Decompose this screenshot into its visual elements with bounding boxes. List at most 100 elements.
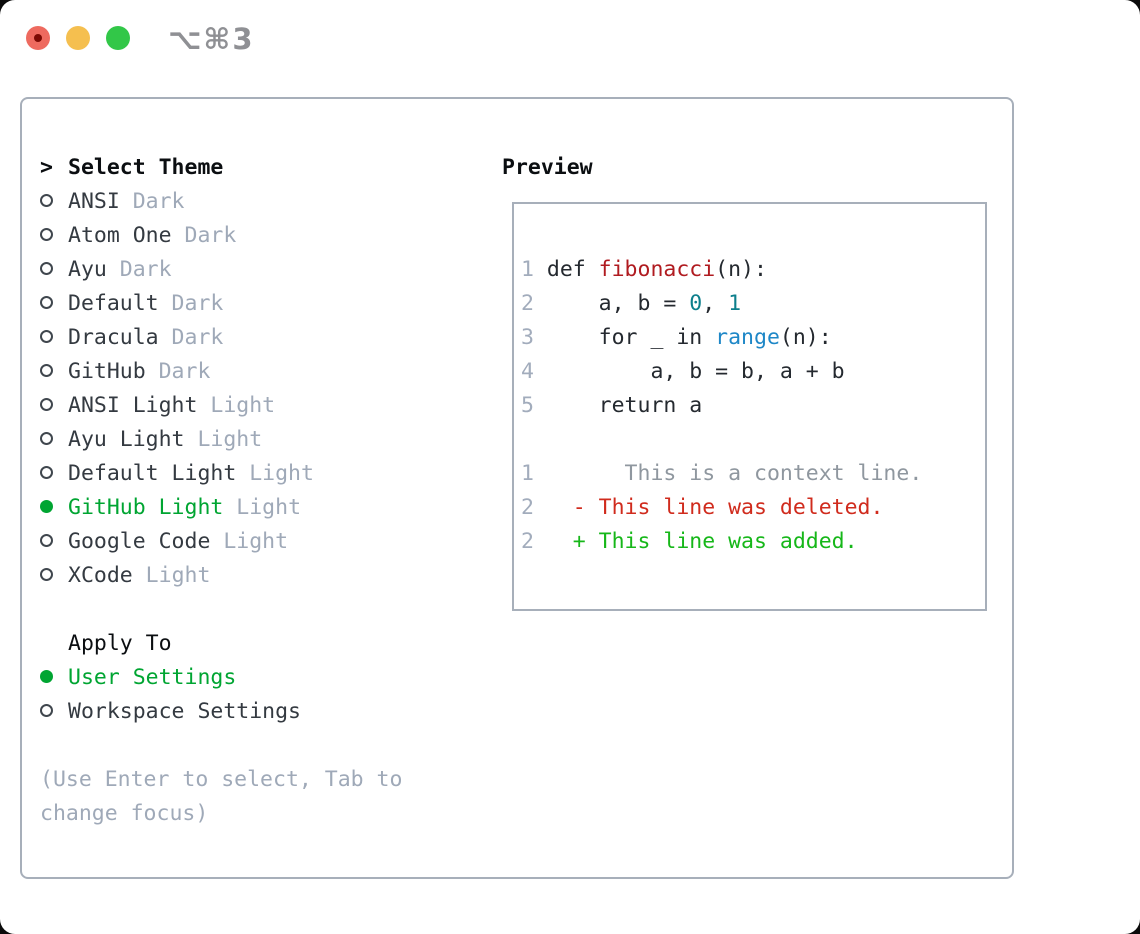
code-line: 3 for _ in range(n): xyxy=(521,321,922,355)
line-number xyxy=(521,427,534,452)
radio-bullet xyxy=(40,253,68,287)
theme-option[interactable]: ANSI Dark xyxy=(40,185,402,219)
theme-option[interactable]: GitHub Dark xyxy=(40,355,402,389)
line-number: 4 xyxy=(521,359,547,384)
option-variant-label: Light xyxy=(223,495,302,520)
radio-bullet xyxy=(40,695,68,729)
theme-option[interactable]: Default Dark xyxy=(40,287,402,321)
help-text: (Use Enter to select, Tab to change focu… xyxy=(40,767,403,826)
theme-option[interactable]: Default Light Light xyxy=(40,457,402,491)
code-line xyxy=(521,423,922,457)
option-variant-label: Dark xyxy=(145,359,211,384)
minimize-button[interactable] xyxy=(66,26,90,50)
option-label: GitHub xyxy=(68,359,146,384)
radio-bullet xyxy=(40,321,68,355)
code-segment: range xyxy=(715,325,780,350)
titlebar: ⌥⌘3 xyxy=(0,0,1140,76)
option-variant-label: Light xyxy=(210,529,289,554)
option-label: User Settings xyxy=(68,665,237,690)
radio-bullet xyxy=(40,423,68,457)
radio-bullet xyxy=(40,355,68,389)
theme-option[interactable]: Google Code Light xyxy=(40,525,402,559)
code-segment: def xyxy=(546,257,599,282)
radio-bullet xyxy=(40,185,68,219)
code-segment: + This line was added. xyxy=(546,529,858,554)
apply-to-heading-label: Apply To xyxy=(68,631,172,656)
radio-icon xyxy=(40,397,53,411)
close-icon xyxy=(34,34,42,42)
line-number: 1 xyxy=(521,461,547,486)
radio-bullet xyxy=(40,219,68,253)
code-segment: for _ in xyxy=(546,325,716,350)
radio-bullet xyxy=(40,525,68,559)
code-segment: (n): xyxy=(715,257,767,282)
code-segment: 1 xyxy=(728,291,742,316)
code-line: 5 return a xyxy=(521,389,922,423)
radio-icon xyxy=(40,703,53,717)
theme-option[interactable]: XCode Light xyxy=(40,559,402,593)
theme-option[interactable]: Dracula Dark xyxy=(40,321,402,355)
option-variant-label: Dark xyxy=(158,325,224,350)
radio-bullet xyxy=(40,491,68,525)
radio-icon xyxy=(40,363,53,377)
option-label: Default xyxy=(68,291,159,316)
select-theme-heading: > Select Theme xyxy=(40,151,402,185)
code-segment: a, b = b, a + b xyxy=(546,359,845,384)
option-variant-label: Light xyxy=(236,461,314,486)
theme-option[interactable]: Ayu Dark xyxy=(40,253,402,287)
code-segment: (n): xyxy=(779,325,832,350)
radio-selected-icon xyxy=(40,499,53,513)
option-label: Atom One xyxy=(68,223,172,248)
option-variant-label: Light xyxy=(184,427,263,452)
option-variant-label: Light xyxy=(132,563,211,588)
radio-icon xyxy=(40,295,53,309)
theme-option[interactable]: ANSI Light Light xyxy=(40,389,402,423)
radio-icon xyxy=(40,193,53,207)
option-label: GitHub Light xyxy=(68,495,224,520)
cursor-prefix: > xyxy=(40,155,53,180)
option-variant-label: Dark xyxy=(158,291,224,316)
preview-heading: Preview xyxy=(502,155,593,180)
theme-option[interactable]: Atom One Dark xyxy=(40,219,402,253)
option-label: ANSI Light xyxy=(68,393,198,418)
code-line: 1 This is a context line. xyxy=(521,457,922,491)
radio-icon xyxy=(40,329,53,343)
apply-to-option[interactable]: Workspace Settings xyxy=(40,695,402,729)
option-label: Ayu xyxy=(68,257,107,282)
option-variant-label: Dark xyxy=(171,223,237,248)
option-variant-label: Light xyxy=(197,393,276,418)
radio-bullet xyxy=(40,559,68,593)
theme-option[interactable]: Ayu Light Light xyxy=(40,423,402,457)
line-number: 1 xyxy=(521,257,547,282)
line-number: 3 xyxy=(521,325,547,350)
radio-selected-icon xyxy=(40,669,53,683)
theme-option[interactable]: GitHub Light Light xyxy=(40,491,402,525)
code-segment: , xyxy=(702,291,729,316)
code-line: 2 + This line was added. xyxy=(521,525,922,559)
radio-icon xyxy=(40,431,53,445)
code-segment: 0 xyxy=(689,291,703,316)
apply-to-heading: Apply To xyxy=(40,627,402,661)
zoom-button[interactable] xyxy=(106,26,130,50)
option-label: Default Light xyxy=(68,461,237,486)
radio-icon xyxy=(40,465,53,479)
radio-bullet xyxy=(40,287,68,321)
line-number: 2 xyxy=(521,495,547,520)
apply-to-option[interactable]: User Settings xyxy=(40,661,402,695)
option-label: Workspace Settings xyxy=(68,699,301,724)
radio-icon xyxy=(40,227,53,241)
code-line: 4 a, b = b, a + b xyxy=(521,355,922,389)
option-label: XCode xyxy=(68,563,133,588)
close-button[interactable] xyxy=(26,26,50,50)
radio-icon xyxy=(40,533,53,547)
select-theme-heading-label: Select Theme xyxy=(68,155,224,180)
code-line: 2 a, b = 0, 1 xyxy=(521,287,922,321)
